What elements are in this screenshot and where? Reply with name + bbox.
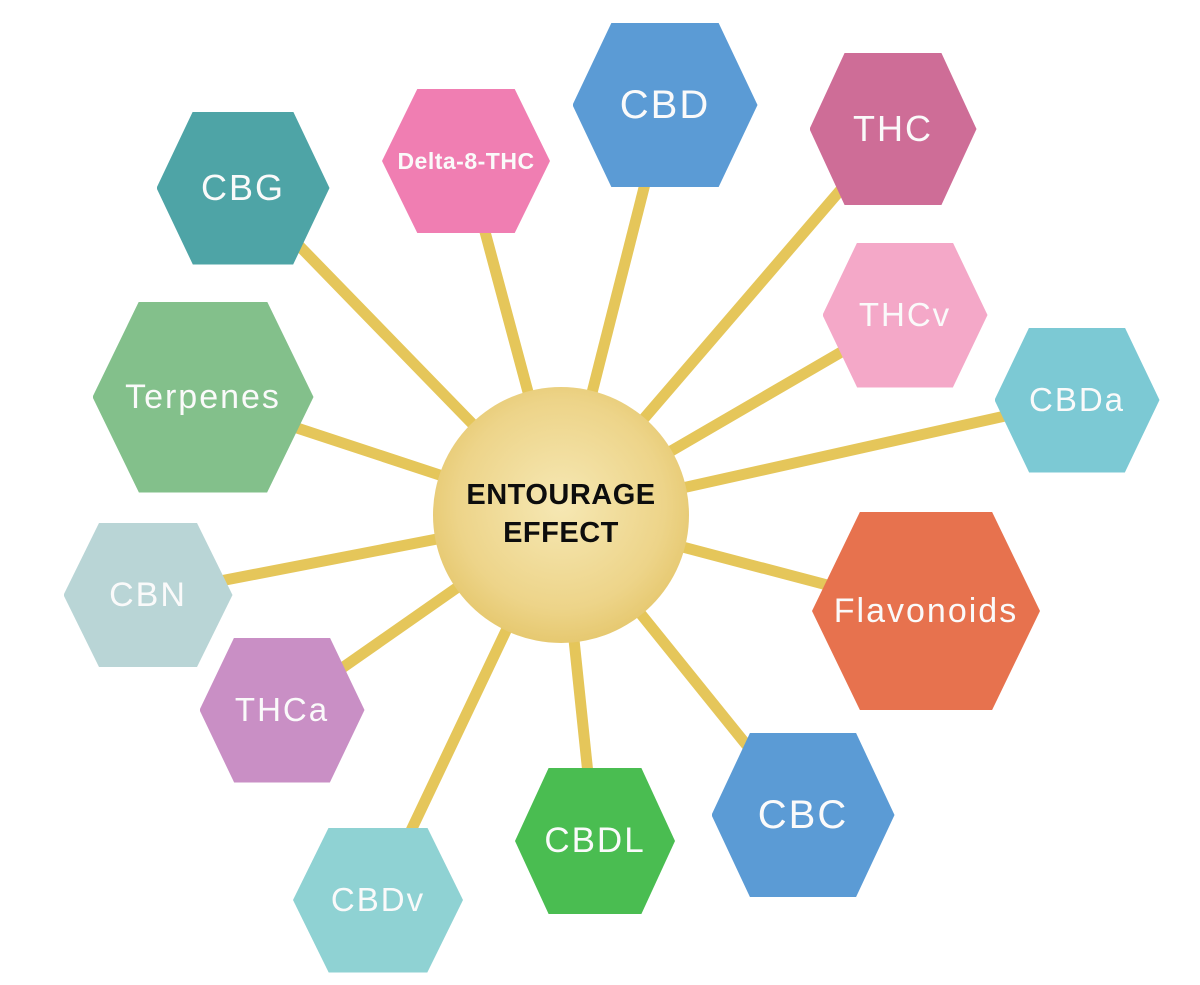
center-label-line-1: ENTOURAGE	[466, 479, 656, 512]
hex-node-flavonoids: Flavonoids	[812, 512, 1040, 710]
hex-node-terpenes: Terpenes	[92, 301, 314, 493]
hex-label-terpenes: Terpenes	[125, 377, 281, 416]
hex-label-thc: THC	[853, 108, 933, 149]
hex-label-cbn: CBN	[109, 575, 187, 614]
hex-label-cbda: CBDa	[1028, 381, 1126, 418]
hex-label-cbg: CBG	[200, 167, 285, 208]
hex-label-flavonoids: Flavonoids	[833, 591, 1019, 630]
center-label-line-2: EFFECT	[503, 517, 619, 549]
hex-label-delta8: Delta-8-THC	[397, 147, 535, 174]
hex-node-thcv: THCv	[822, 242, 988, 388]
hex-node-cbd: CBD	[572, 23, 758, 187]
hex-label-cbd: CBD	[619, 82, 711, 127]
hex-node-thca: THCa	[199, 637, 365, 783]
hex-node-cbn: CBN	[63, 523, 233, 667]
hex-node-cbg: CBG	[156, 111, 330, 265]
hex-label-thcv: THCv	[858, 296, 952, 333]
center-node: ENTOURAGE EFFECT	[433, 387, 689, 643]
hex-label-cbdv: CBDv	[330, 881, 426, 918]
hex-node-cbc: CBC	[711, 733, 895, 897]
hex-node-cbda: CBDa	[994, 327, 1160, 473]
hex-node-delta8: Delta-8-THC	[382, 89, 550, 233]
hex-label-cbdl: CBDL	[544, 821, 646, 860]
hex-label-thca: THCa	[234, 691, 330, 728]
hex-node-cbdv: CBDv	[293, 827, 463, 973]
hex-node-thc: THC	[809, 53, 977, 205]
hex-label-cbc: CBC	[757, 792, 849, 837]
hex-node-cbdl: CBDL	[515, 768, 675, 914]
center-label: ENTOURAGE EFFECT	[466, 477, 655, 552]
